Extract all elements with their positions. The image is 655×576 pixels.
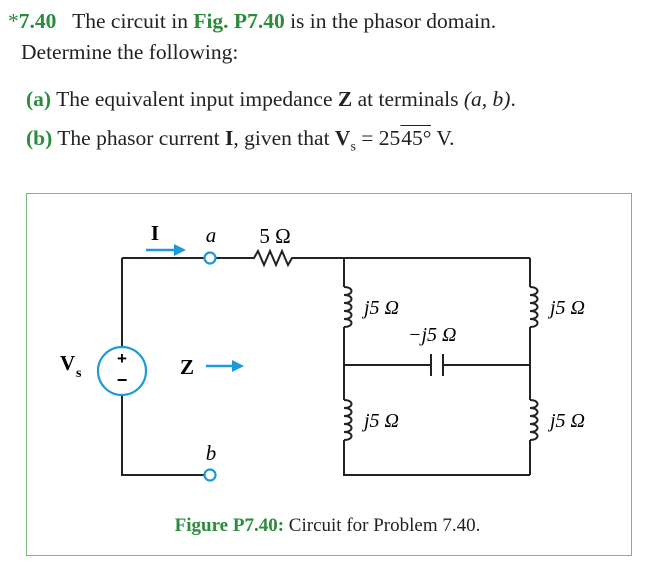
label-capacitor: −j5 Ω: [408, 324, 457, 346]
label-node-b: b: [206, 441, 217, 465]
label-source-sub: s: [76, 366, 82, 381]
voltage-source-circle: [96, 345, 148, 397]
part-a-end: .: [510, 87, 516, 111]
part-b-unit: V.: [431, 126, 455, 150]
part-a-Z: Z: [337, 87, 353, 111]
part-a-label: (a): [26, 87, 52, 111]
caption-label: Figure P7.40:: [174, 515, 285, 536]
capacitor-plates: [430, 354, 444, 376]
label-L2: j5 Ω: [361, 410, 399, 432]
inductor-L4: [529, 399, 539, 441]
problem-text-post: is in the phasor domain.: [284, 9, 497, 33]
part-a-mid: at terminals: [352, 87, 464, 111]
part-a-text-pre: The equivalent input impedance: [56, 87, 338, 111]
part-b-text-pre: The phasor current: [57, 126, 226, 150]
current-arrow: [146, 244, 186, 256]
part-b-mid: , given that: [233, 126, 335, 150]
figure-reference-link[interactable]: Fig. P7.40: [193, 9, 285, 33]
label-L1: j5 Ω: [361, 297, 399, 319]
inductor-L1: [343, 286, 353, 328]
figure-caption: Figure P7.40: Circuit for Problem 7.40.: [0, 515, 655, 537]
label-L4: j5 Ω: [547, 410, 585, 432]
part-b-angle: 45°: [400, 125, 432, 150]
star-mark: *: [8, 9, 19, 33]
problem-text-pre: The circuit in: [72, 9, 194, 33]
problem-number: 7.40: [18, 9, 57, 33]
part-b-I: I: [225, 126, 234, 150]
part-b-V: V: [334, 126, 351, 150]
left-wire: [121, 258, 204, 476]
figure-frame: [26, 193, 632, 556]
caption-text: Circuit for Problem 7.40.: [284, 515, 481, 536]
source-minus: −: [117, 370, 128, 390]
label-source-V: V: [60, 351, 75, 375]
label-resistor: 5 Ω: [259, 224, 290, 248]
Z-arrow: [206, 360, 244, 372]
bottom-wire: [343, 440, 530, 476]
part-b-label: (b): [26, 126, 53, 150]
part-b: (b) The phasor current I, given that Vs …: [26, 125, 455, 155]
label-L3: j5 Ω: [547, 297, 585, 319]
resistor-5-ohm: [216, 248, 530, 268]
part-b-V-sub: s: [350, 139, 356, 155]
label-Z: Z: [180, 355, 194, 379]
terminal-a: [203, 251, 217, 265]
part-a: (a) The equivalent input impedance Z at …: [26, 87, 516, 112]
terminal-b: [203, 468, 217, 482]
part-a-terminals: (a, b): [463, 87, 511, 111]
label-node-a: a: [206, 223, 217, 247]
problem-line2: Determine the following:: [21, 40, 239, 64]
label-current-I: I: [151, 221, 159, 245]
inductor-L3: [529, 286, 539, 328]
problem-statement: *7.40 The circuit in Fig. P7.40 is in th…: [8, 6, 648, 68]
inductor-L2: [343, 399, 353, 441]
source-plus: +: [117, 349, 127, 368]
part-b-eq: = 25: [355, 126, 401, 150]
